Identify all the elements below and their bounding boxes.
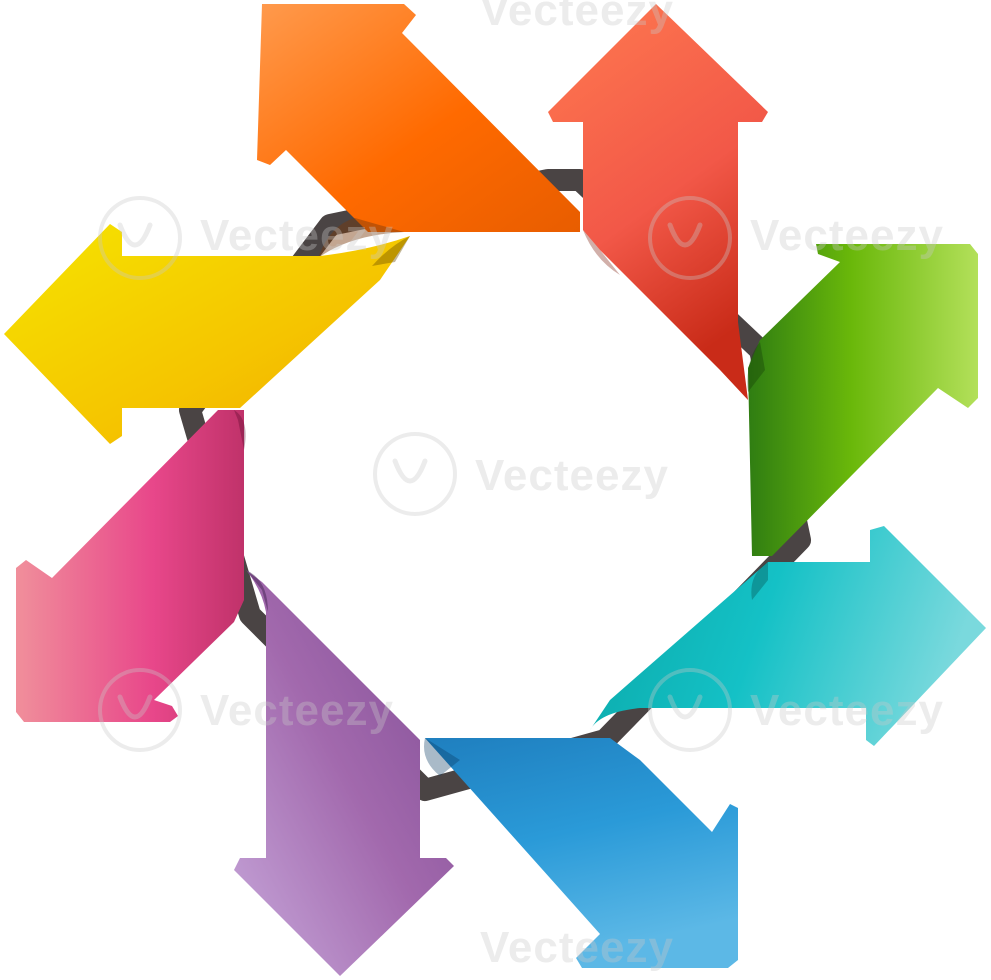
arrow-orange: [257, 4, 580, 258]
watermark-text: Vecteezy: [200, 211, 394, 260]
arrow-pink: [16, 410, 246, 722]
arrow-red: [548, 4, 768, 400]
watermark-text: Vecteezy: [475, 451, 669, 500]
watermark: Vecteezy Vecteezy Vecteezy Vecteezy Vect…: [98, 0, 944, 972]
watermark-text: Vecteezy: [480, 0, 674, 35]
watermark-text: Vecteezy: [750, 211, 944, 260]
arrow-green: [747, 244, 978, 556]
watermark-logo-icon: [98, 196, 732, 752]
watermark-text: Vecteezy: [200, 686, 394, 735]
arrow-teal: [590, 526, 986, 746]
watermark-text: Vecteezy: [480, 923, 674, 972]
arrow-blue: [424, 738, 738, 968]
arrow-yellow: [4, 224, 410, 444]
arrow-purple: [234, 570, 454, 976]
watermark-text: Vecteezy: [750, 686, 944, 735]
